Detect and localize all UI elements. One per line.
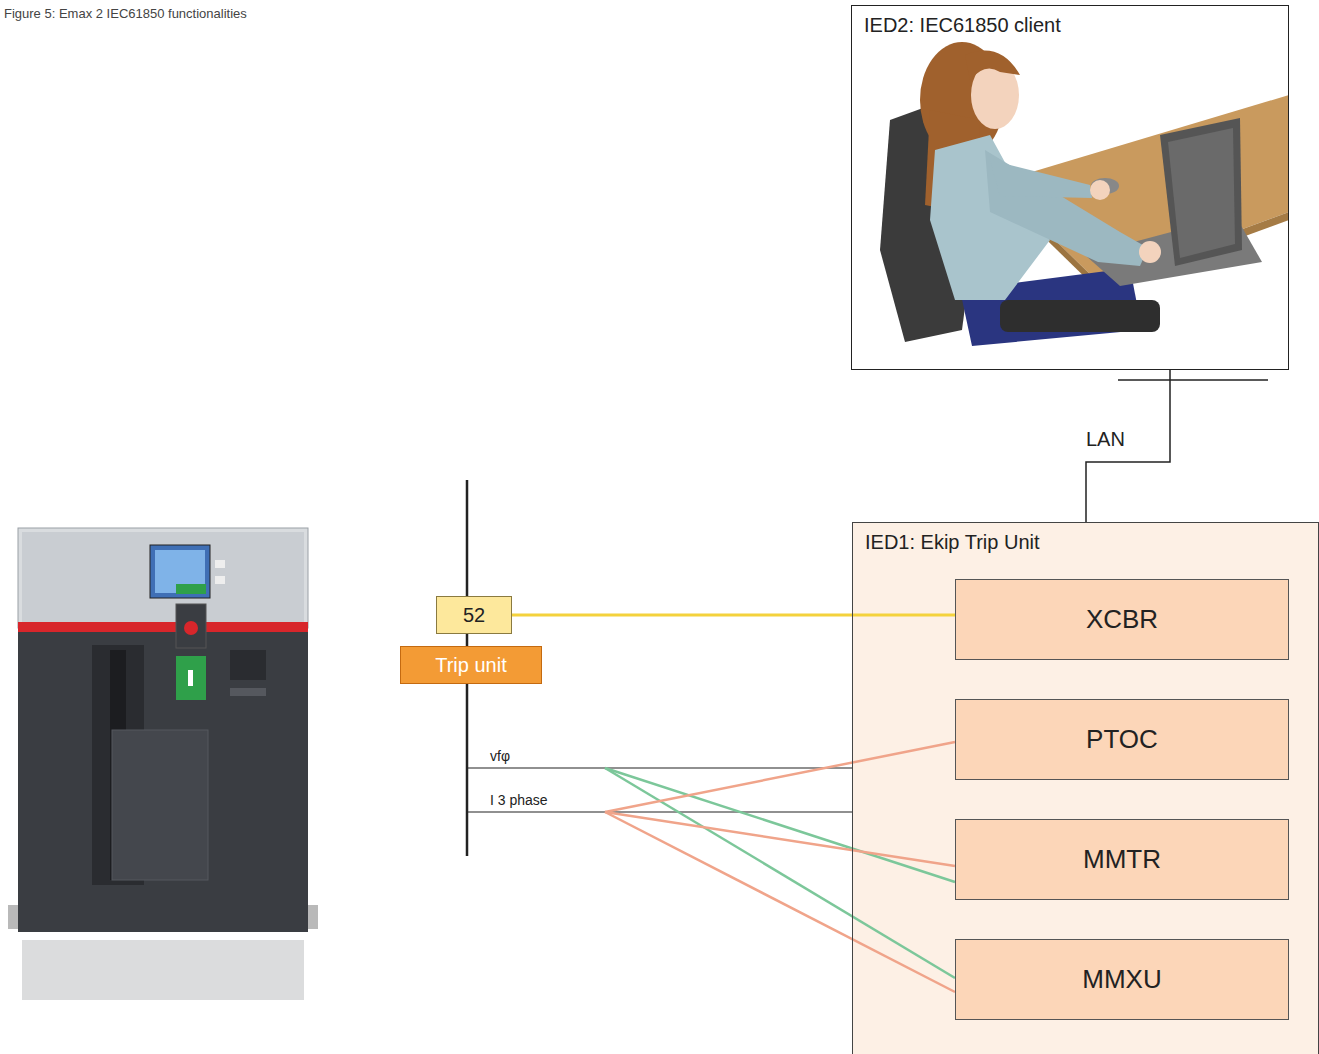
- signal-lines: [605, 768, 955, 978]
- voltage-wire: [467, 767, 852, 768]
- figure-title: Figure 5: Emax 2 IEC61850 functionalitie…: [4, 6, 247, 21]
- breaker-illustration: [230, 688, 266, 696]
- logical-node-box: MMXU: [955, 939, 1289, 1020]
- logical-node-box: MMTR: [955, 819, 1289, 900]
- control-line: [512, 614, 955, 617]
- client-illustration: [1000, 300, 1160, 332]
- breaker-illustration: [18, 632, 308, 932]
- breaker-illustration: [22, 940, 304, 1000]
- breaker-illustration: [22, 532, 304, 624]
- logical-node-box: XCBR: [955, 579, 1289, 660]
- breaker-illustration: [18, 622, 308, 632]
- signal-lines: [605, 742, 955, 992]
- box-label: MMXU: [1082, 964, 1161, 995]
- client-illustration: [1168, 128, 1235, 258]
- trip-unit-panel: IED1: Ekip Trip UnitXCBR PTOC MMTR MMXU: [852, 522, 1319, 1054]
- signal-label: vfφ: [490, 748, 510, 764]
- breaker-illustration: [22, 940, 304, 1000]
- box-label: Trip unit: [435, 654, 507, 677]
- breaker-illustration: [215, 560, 225, 568]
- breaker-illustration: [176, 604, 206, 648]
- client-illustration: [880, 42, 1289, 346]
- signal-lines: [605, 812, 955, 992]
- breaker-illustration: [155, 550, 205, 593]
- client-illustration: [1090, 180, 1110, 200]
- client-illustration: [990, 160, 1092, 198]
- box-label: XCBR: [1086, 604, 1158, 635]
- breaker-illustration: [176, 656, 206, 700]
- breaker-illustration: [112, 730, 208, 880]
- breaker-illustration: [8, 528, 318, 1000]
- breaker-illustration: [150, 545, 210, 598]
- client-illustration: [1160, 118, 1242, 266]
- box-label: PTOC: [1086, 724, 1158, 755]
- panel-heading: IED1: Ekip Trip Unit: [865, 531, 1040, 554]
- client-illustration: [965, 51, 1020, 81]
- breaker-illustration: [215, 576, 225, 584]
- breaker-box: 52: [436, 596, 512, 634]
- breaker-illustration: [176, 584, 206, 594]
- box-label: 52: [463, 604, 485, 627]
- breaker-illustration: [18, 528, 308, 628]
- logical-node-box: PTOC: [955, 699, 1289, 780]
- box-label: MMTR: [1083, 844, 1161, 875]
- client-illustration: [1139, 241, 1161, 263]
- trip-unit-box: Trip unit: [400, 646, 542, 684]
- client-panel: IED2: IEC61850 client: [851, 5, 1289, 370]
- signal-label: I 3 phase: [490, 792, 548, 808]
- breaker-illustration: [188, 670, 193, 686]
- lan-connector: [1086, 370, 1170, 522]
- breaker-illustration: [184, 621, 198, 635]
- breaker-illustration: [230, 650, 266, 680]
- signal-lines: [605, 768, 955, 882]
- current-wire: [467, 811, 852, 812]
- connector-label: LAN: [1086, 428, 1125, 451]
- client-illustration: [985, 150, 1148, 266]
- panel-heading: IED2: IEC61850 client: [864, 14, 1061, 37]
- signal-lines: [605, 742, 955, 812]
- lan-bar: [1118, 379, 1268, 381]
